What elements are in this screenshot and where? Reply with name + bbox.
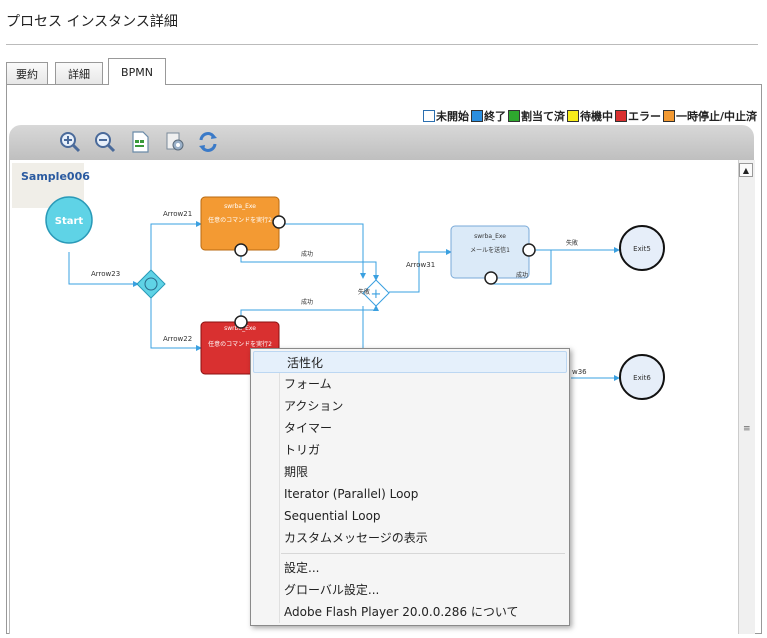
refresh-icon[interactable] (197, 131, 219, 153)
context-menu: 活性化 フォーム アクション タイマー トリガ 期限 Iterator (Par… (250, 348, 570, 626)
legend-swatch (614, 110, 627, 122)
legend-label: 終了 (483, 110, 506, 123)
task-1-title: swrba_Exe (224, 203, 256, 210)
legend-paused: 一時停止/中止済 (662, 108, 757, 124)
menu-item-trigger[interactable]: トリガ (284, 443, 321, 457)
start-event[interactable] (45, 196, 93, 244)
exit6-event[interactable] (619, 354, 665, 400)
menu-item-about-flash[interactable]: Adobe Flash Player 20.0.0.286 について (284, 605, 519, 619)
parallel-plus: + (371, 287, 382, 302)
boundary-event[interactable] (234, 315, 248, 329)
task-2-text: 任意のコマンドを実行2 (208, 340, 272, 348)
menu-item-timer[interactable]: タイマー (284, 421, 333, 435)
page-title: プロセス インスタンス詳細 (6, 14, 178, 30)
legend-swatch (507, 110, 520, 122)
menu-item-form[interactable]: フォーム (284, 377, 332, 391)
scroll-up-button[interactable]: ▲ (739, 163, 753, 177)
parallel-gateway[interactable] (362, 279, 390, 307)
menu-item-settings[interactable]: 設定... (284, 561, 320, 575)
settings-icon[interactable] (164, 131, 186, 153)
flow-failure-label: 失敗 (358, 288, 370, 296)
legend-swatch (422, 110, 435, 122)
status-legend: 未開始 終了 割当て済 待機中 エラー 一時停止/中止済 (421, 108, 757, 124)
zoom-out-icon[interactable] (94, 131, 116, 153)
legend-assigned: 割当て済 (507, 108, 565, 124)
flow-success-label: 成功 (301, 298, 313, 306)
arrow23-label: Arrow23 (91, 270, 120, 278)
title-divider (6, 44, 758, 45)
boundary-event[interactable] (484, 271, 498, 285)
boundary-event[interactable] (234, 243, 248, 257)
flow-success-label: 成功 (301, 250, 313, 258)
process-name: Sample006 (21, 170, 90, 183)
document-icon[interactable] (129, 131, 151, 153)
legend-finished: 終了 (470, 108, 506, 124)
menu-separator (281, 553, 565, 554)
vertical-scrollbar[interactable] (738, 160, 755, 634)
start-label: Start (55, 216, 84, 227)
menu-item-global-settings[interactable]: グローバル設定... (284, 583, 380, 597)
legend-error: エラー (614, 108, 661, 124)
legend-not-started: 未開始 (422, 108, 469, 124)
menu-item-parallel-loop[interactable]: Iterator (Parallel) Loop (284, 487, 419, 501)
flow-success-label: 成功 (516, 271, 528, 279)
task-3-title: swrba_Exe (474, 233, 506, 240)
boundary-event[interactable] (522, 243, 536, 257)
legend-label: 割当て済 (520, 110, 565, 123)
menu-item-action[interactable]: アクション (284, 399, 344, 413)
task-1-text: 任意のコマンドを実行2 (208, 216, 272, 224)
tab-details[interactable]: 詳細 (55, 62, 103, 85)
legend-swatch (470, 110, 483, 122)
arrow36-label: w36 (572, 368, 587, 376)
exit5-event[interactable] (619, 225, 665, 271)
menu-item-deadline[interactable]: 期限 (284, 465, 309, 479)
task-3-text: メールを送信1 (470, 246, 510, 254)
legend-waiting: 待機中 (566, 108, 613, 124)
zoom-in-icon[interactable] (59, 131, 81, 153)
exit6-label: Exit6 (633, 374, 651, 382)
menu-item-sequential-loop[interactable]: Sequential Loop (284, 509, 381, 523)
diagram-toolbar (9, 125, 754, 160)
legend-swatch (662, 110, 675, 122)
arrow31-label: Arrow31 (406, 261, 435, 269)
scroll-grip-icon[interactable]: ≡ (743, 424, 751, 434)
tab-bpmn[interactable]: BPMN (108, 58, 166, 85)
legend-label: 一時停止/中止済 (675, 110, 757, 123)
legend-swatch (566, 110, 579, 122)
arrow21-label: Arrow21 (163, 210, 192, 218)
menu-item-custom-message[interactable]: カスタムメッセージの表示 (284, 531, 428, 545)
menu-gutter (279, 351, 280, 623)
tab-summary[interactable]: 要約 (6, 62, 48, 85)
arrow22-label: Arrow22 (163, 335, 192, 343)
legend-label: エラー (627, 110, 661, 123)
flow-failure-label: 失敗 (566, 239, 578, 247)
boundary-event[interactable] (272, 215, 286, 229)
exit5-label: Exit5 (633, 245, 651, 253)
gateway-marker (144, 277, 158, 291)
legend-label: 待機中 (579, 110, 613, 123)
exclusive-gateway[interactable] (136, 269, 166, 299)
menu-item-activate[interactable]: 活性化 (253, 351, 567, 373)
legend-label: 未開始 (435, 110, 469, 123)
